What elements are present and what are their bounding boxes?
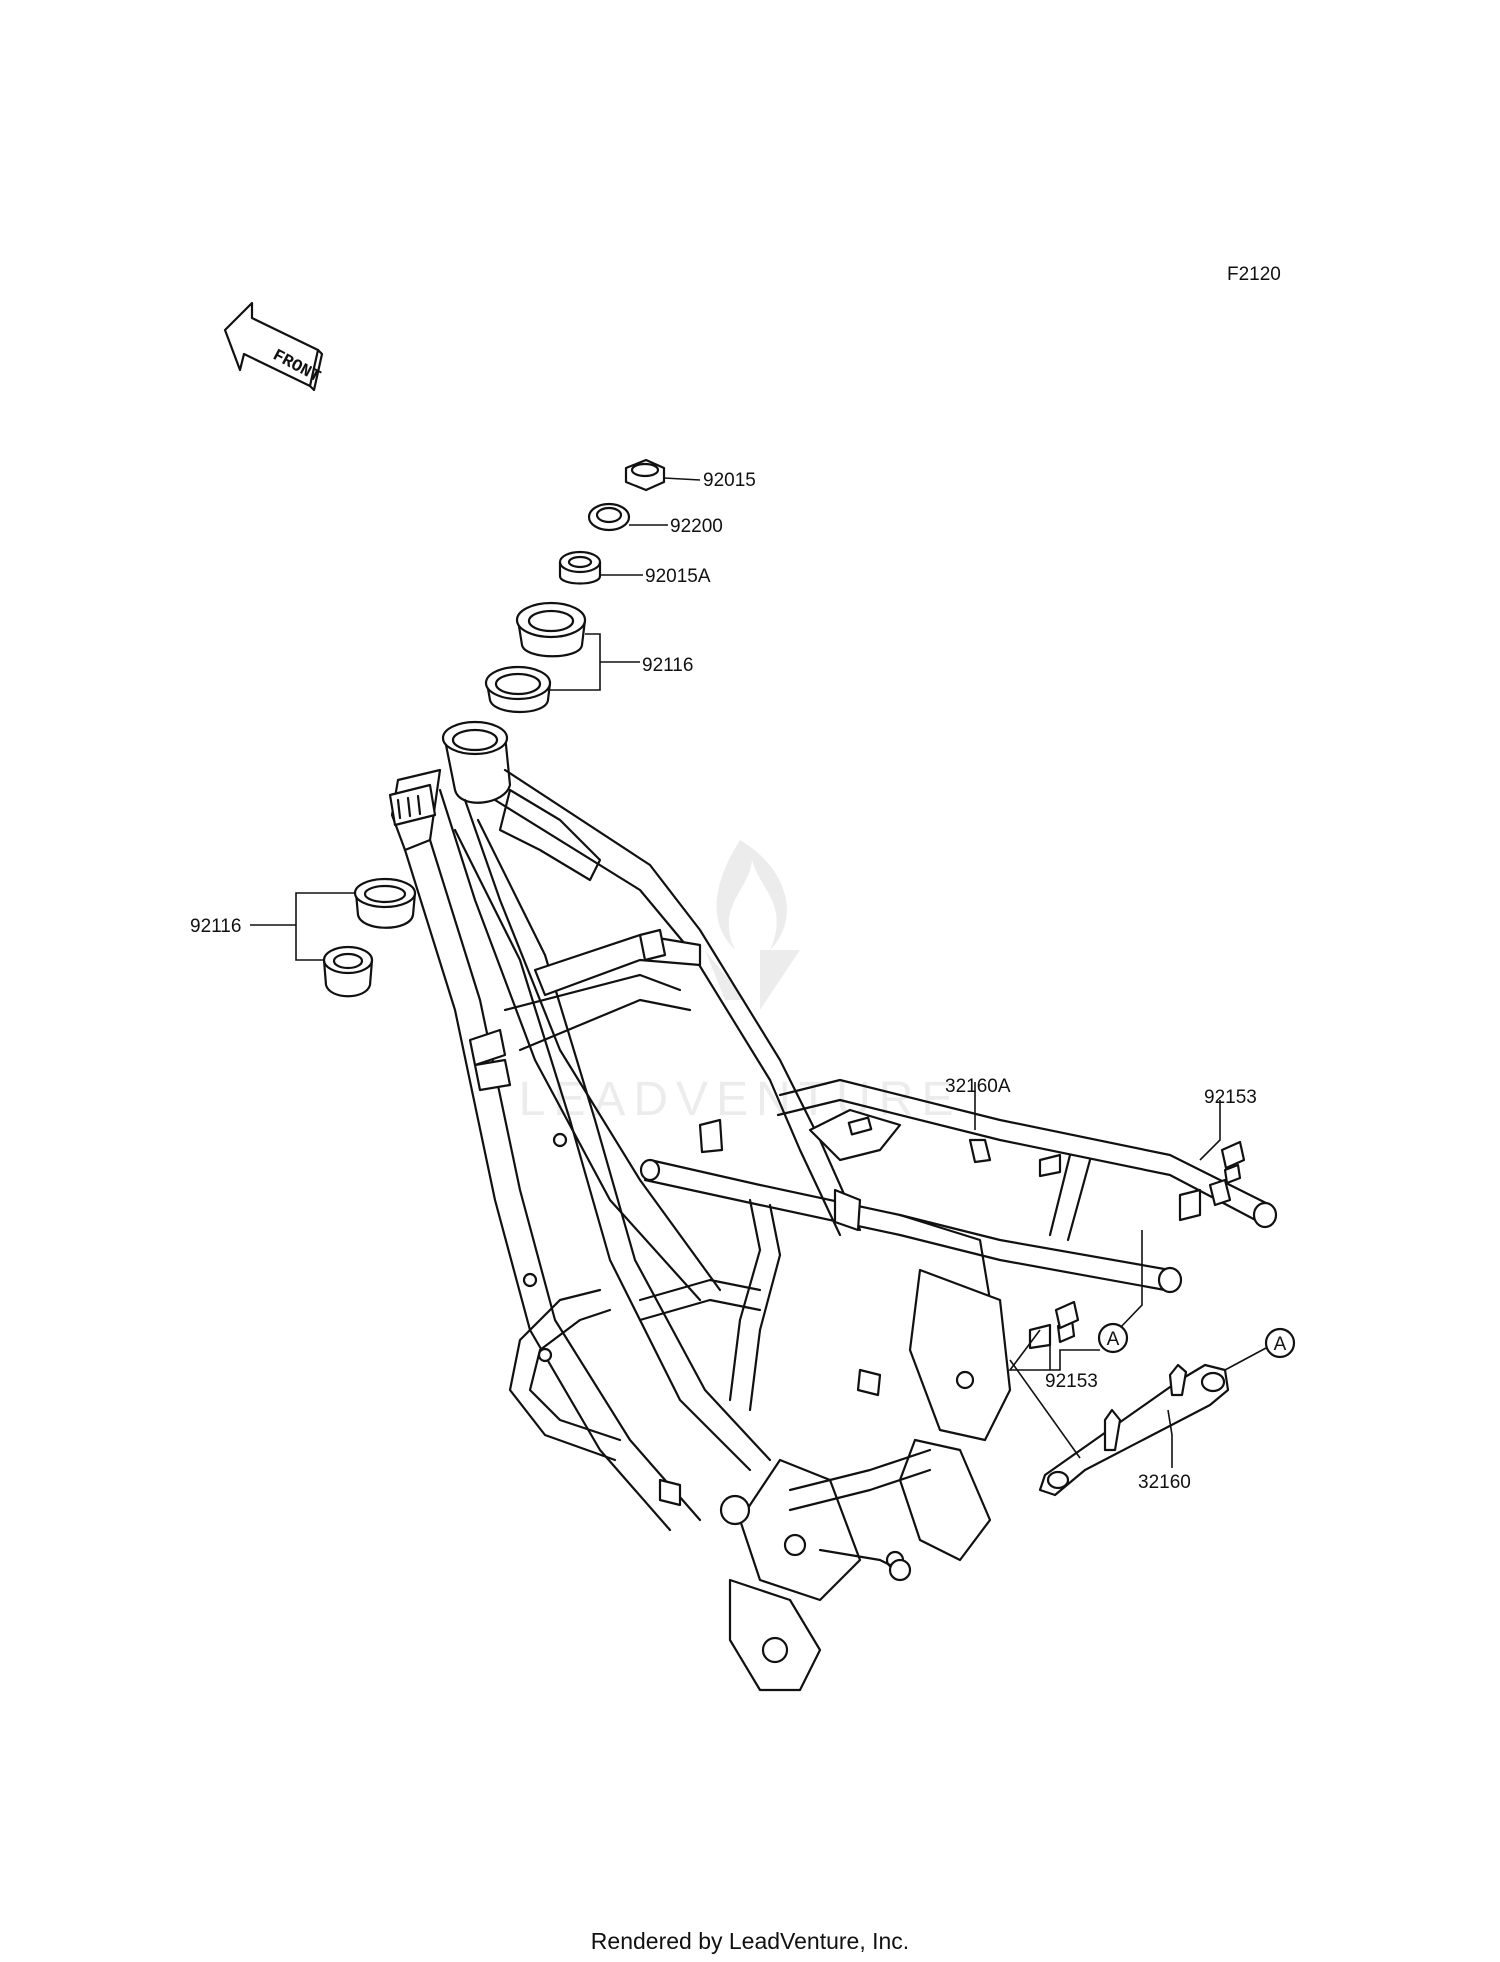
- watermark: LEADVENTURE: [519, 840, 962, 1126]
- part-92116-bearing-upper: [484, 601, 587, 714]
- callout-32160: 32160: [1138, 1472, 1191, 1493]
- callout-92200: 92200: [670, 516, 723, 537]
- callout-92015: 92015: [703, 470, 756, 491]
- ref-marker-a-text: A: [1107, 1329, 1120, 1350]
- part-92200-washer: [587, 502, 631, 532]
- part-92015-nut: [624, 458, 666, 492]
- part-92116-bearing-lower: [322, 877, 417, 998]
- part-92153-bolt-upper: [1220, 1140, 1246, 1185]
- callout-92153-bottom: 92153: [1045, 1371, 1098, 1392]
- footer-credit: Rendered by LeadVenture, Inc.: [590, 1928, 910, 1954]
- callout-32160A: 32160A: [945, 1076, 1011, 1097]
- front-arrow-icon: FRONT: [223, 301, 323, 392]
- watermark-text: LEADVENTURE: [519, 1073, 962, 1126]
- diagram-code: F2120: [1227, 264, 1281, 285]
- part-92153-bolt-lower: [1028, 1300, 1080, 1350]
- frame-32160A: [388, 720, 1278, 1692]
- callout-92153-top: 92153: [1204, 1087, 1257, 1108]
- part-32160-bracket: [1038, 1363, 1230, 1497]
- callout-92116-left: 92116: [190, 916, 241, 937]
- callout-92015A: 92015A: [645, 566, 711, 587]
- leader-lines: [250, 477, 1267, 1468]
- ref-marker-a-text: A: [1274, 1334, 1287, 1355]
- callout-92116-top: 92116: [642, 655, 693, 676]
- part-92015A-nut: [558, 550, 602, 585]
- ref-marker-a-lower: A: [1264, 1327, 1296, 1359]
- ref-marker-a-upper: A: [1097, 1322, 1129, 1354]
